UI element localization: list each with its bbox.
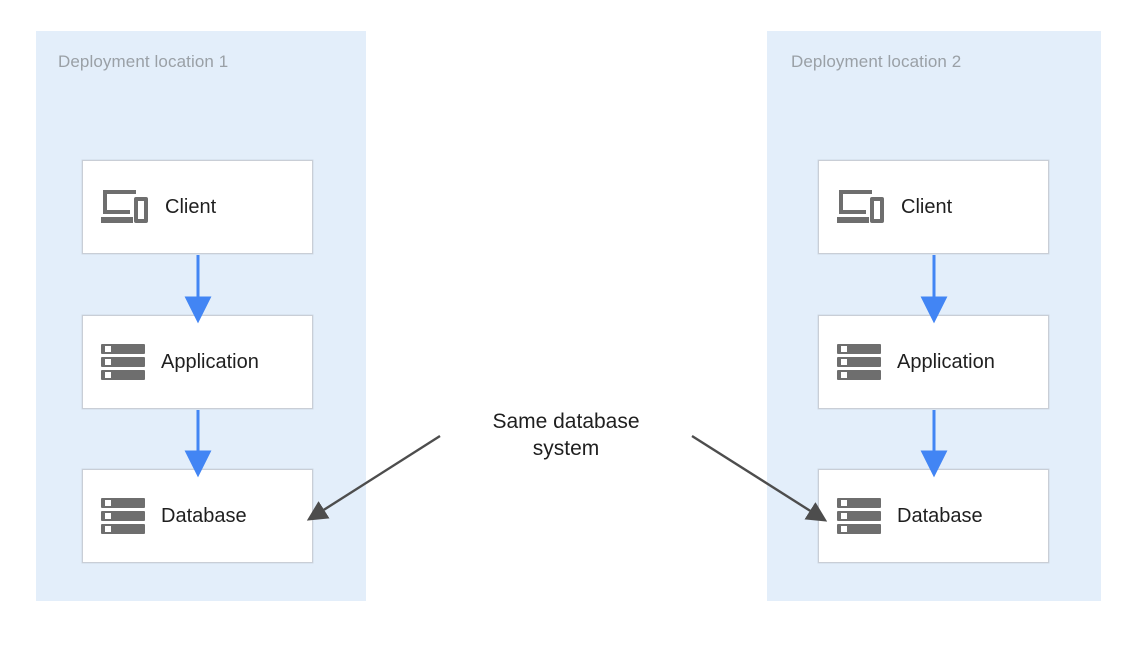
node-database-2-label: Database [897,504,983,527]
server-stack-icon [101,342,145,382]
node-database-1[interactable]: Database [82,469,313,563]
node-client-1[interactable]: Client [82,160,313,254]
server-stack-icon [837,342,881,382]
zone-1-label: Deployment location 1 [58,52,229,71]
client-devices-icon [101,187,149,227]
node-database-1-label: Database [161,504,247,527]
node-application-2[interactable]: Application [818,315,1049,409]
node-client-1-label: Client [165,195,217,218]
node-application-1-label: Application [161,350,259,373]
server-stack-icon [101,496,145,536]
node-client-2[interactable]: Client [818,160,1049,254]
node-client-2-label: Client [901,195,953,218]
annotation-label: Same database system [446,408,686,462]
server-stack-icon [837,496,881,536]
node-database-2[interactable]: Database [818,469,1049,563]
zone-2-label: Deployment location 2 [791,52,962,71]
node-application-2-label: Application [897,350,995,373]
client-devices-icon [837,187,885,227]
annotation-line-1: Same database [492,410,640,433]
node-application-1[interactable]: Application [82,315,313,409]
annotation-line-2: system [532,437,600,460]
